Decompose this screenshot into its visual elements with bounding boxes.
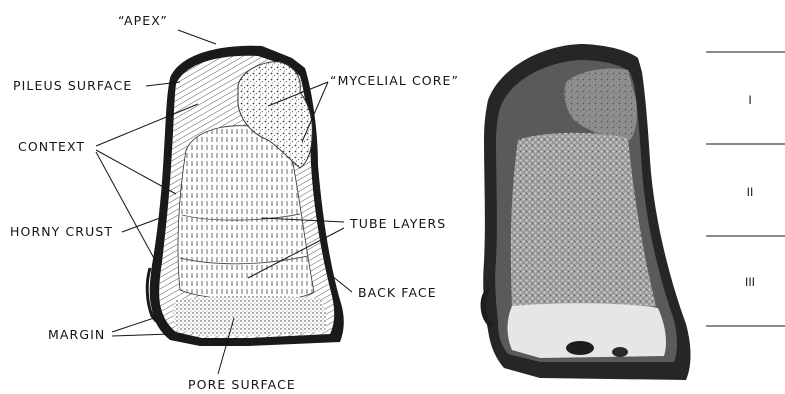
- label-mycelial-core: “MYCELIAL CORE”: [330, 74, 459, 88]
- zone-label-3: III: [735, 275, 765, 289]
- zone-label-2: II: [735, 185, 765, 199]
- label-horny-crust: HORNY CRUST: [10, 225, 113, 239]
- drawing-left: [147, 46, 344, 346]
- label-back-face: BACK FACE: [358, 286, 437, 300]
- label-pileus-surface: PILEUS SURFACE: [13, 79, 132, 93]
- label-margin: MARGIN: [48, 328, 105, 342]
- zone-label-1: I: [735, 93, 765, 107]
- label-pore-surface: PORE SURFACE: [188, 378, 296, 392]
- label-apex: “APEX”: [118, 14, 168, 28]
- label-context: CONTEXT: [18, 140, 85, 154]
- photo-section: [483, 44, 690, 380]
- label-tube-layers: TUBE LAYERS: [350, 217, 446, 231]
